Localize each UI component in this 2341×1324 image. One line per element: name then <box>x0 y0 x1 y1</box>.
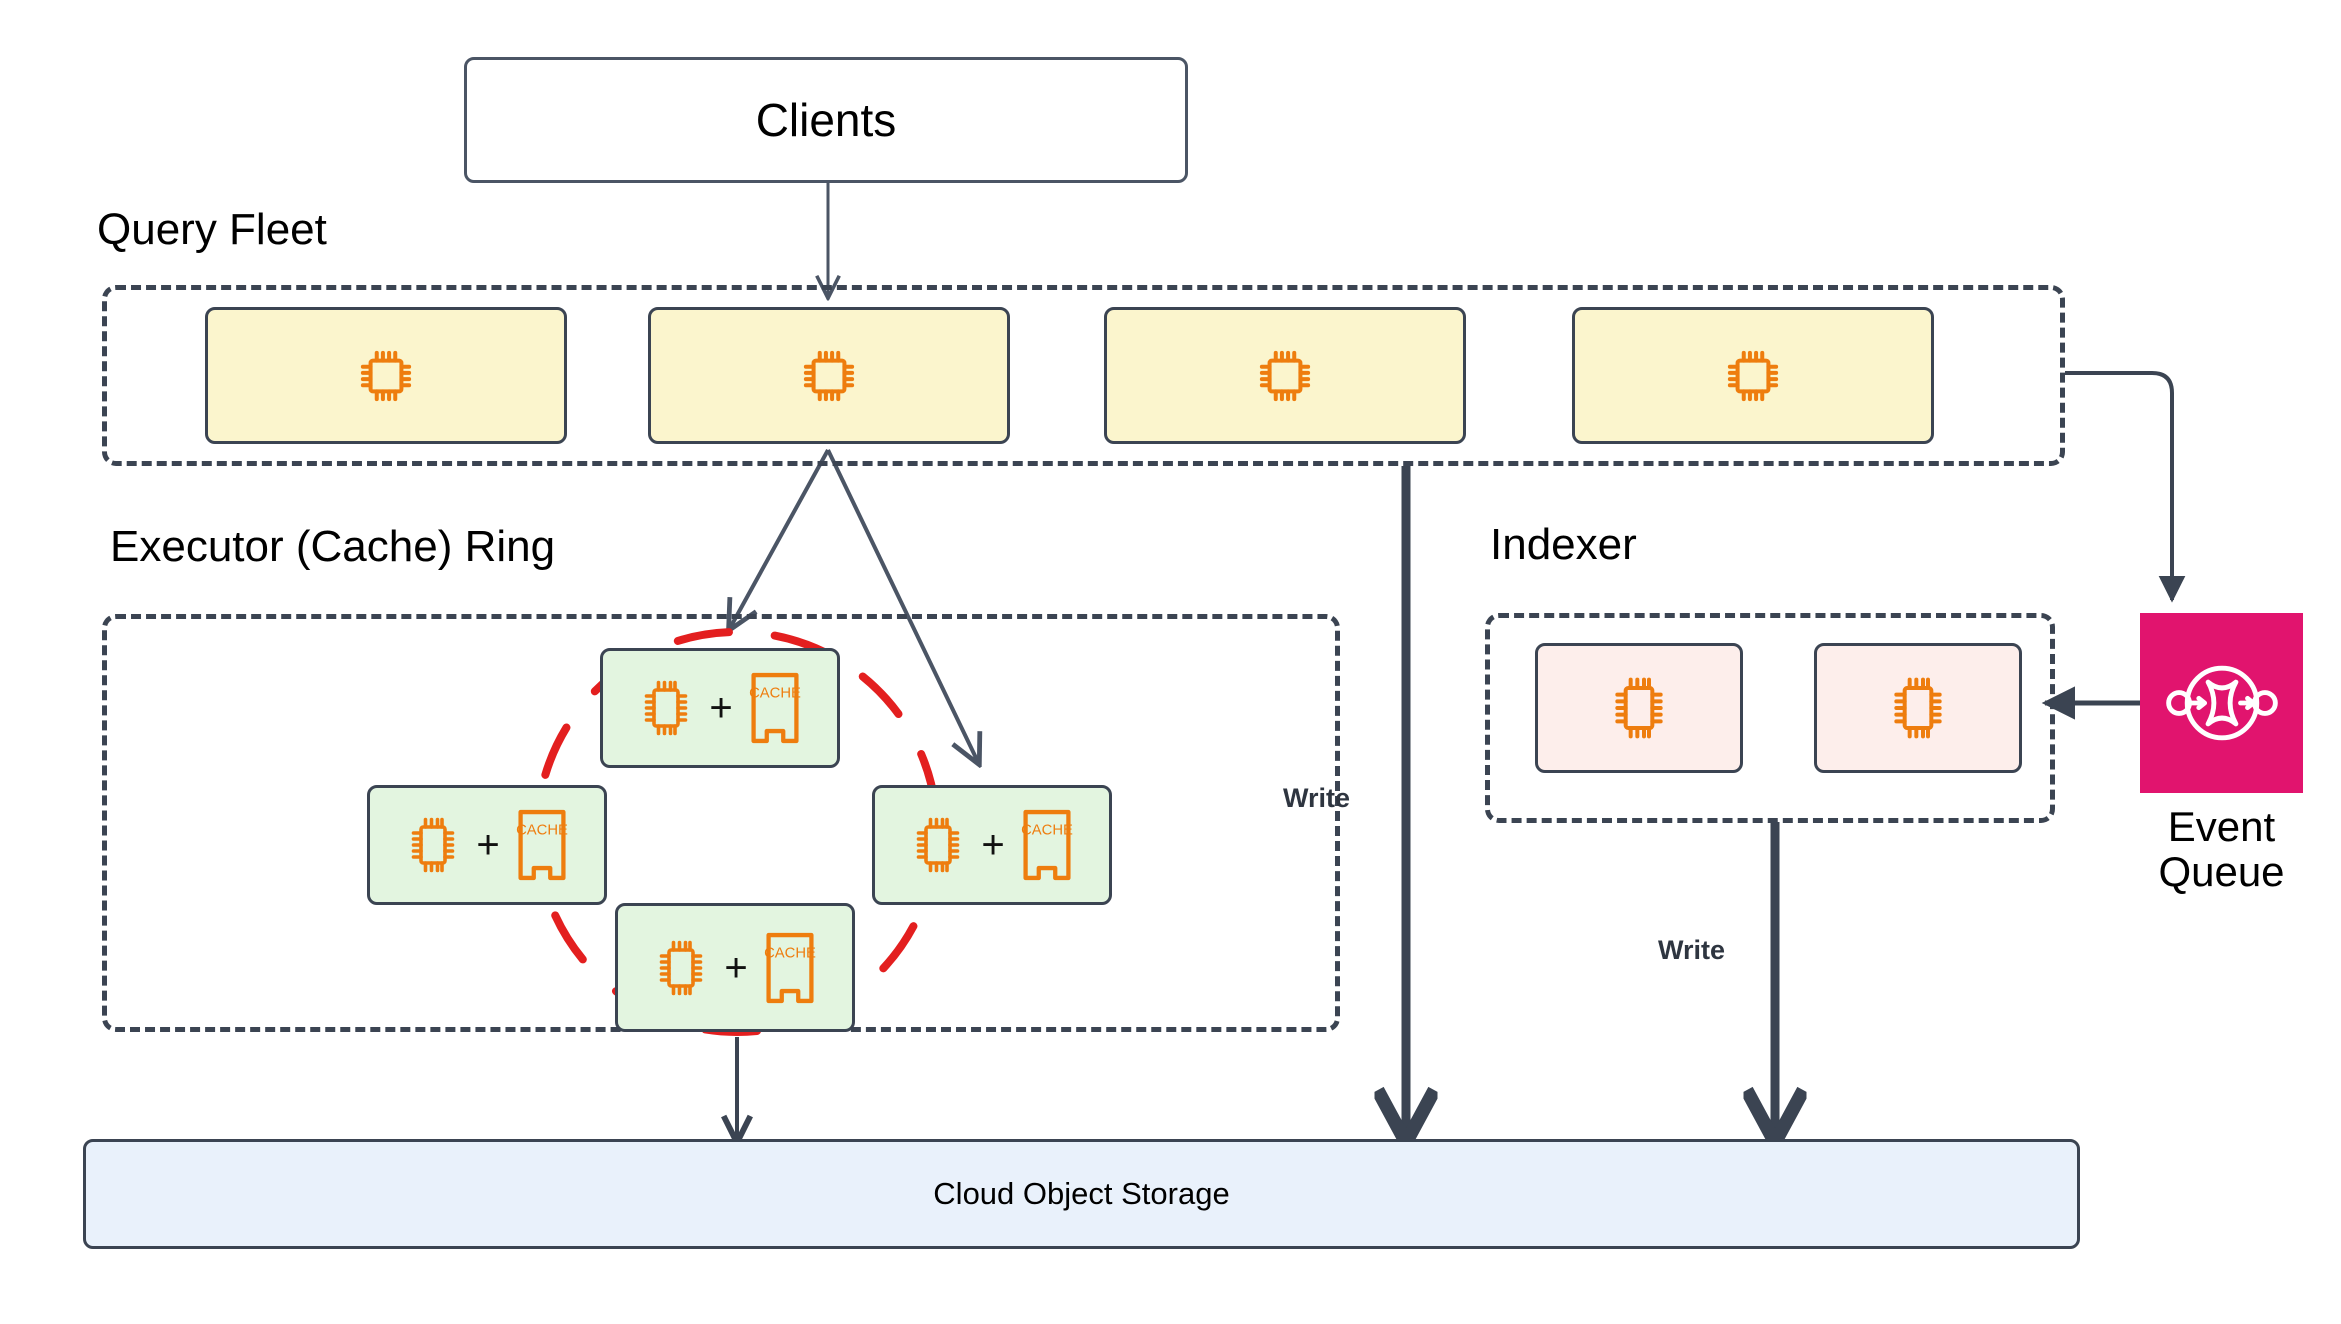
combiner-operator: + <box>709 686 733 730</box>
event-bus-icon <box>2165 665 2278 741</box>
svg-text:CACHE: CACHE <box>764 945 816 961</box>
indexer-group <box>1485 613 2055 823</box>
query-fleet-group <box>102 285 2065 466</box>
edge-query-to-executor-top <box>730 449 830 628</box>
write-label-indexer: Write <box>1657 935 1725 965</box>
svg-text:CACHE: CACHE <box>1021 822 1073 838</box>
event-queue-label-line1: Event <box>2167 803 2276 850</box>
executor-node-bottom[interactable]: + CACHE <box>615 903 855 1032</box>
cpu-icon <box>412 817 455 873</box>
clients-label: Clients <box>755 94 897 146</box>
combiner-operator: + <box>981 823 1005 867</box>
cpu-icon <box>1894 677 1942 739</box>
indexer-node-1[interactable] <box>1535 643 1743 773</box>
cache-icon: CACHE <box>516 809 568 881</box>
cache-icon: CACHE <box>749 672 801 744</box>
query-fleet-node-4[interactable] <box>1572 307 1934 444</box>
event-queue-box[interactable] <box>2140 613 2303 793</box>
query-fleet-label: Query Fleet <box>97 205 327 254</box>
svg-text:CACHE: CACHE <box>749 685 801 701</box>
cpu-icon <box>1259 350 1311 401</box>
executor-node-top[interactable]: + CACHE <box>600 648 840 768</box>
svg-text:CACHE: CACHE <box>516 822 568 838</box>
clients-box[interactable]: Clients <box>464 57 1188 183</box>
cpu-icon <box>803 350 855 401</box>
cloud-object-storage-box[interactable]: Cloud Object Storage <box>83 1139 2080 1249</box>
query-fleet-node-2[interactable] <box>648 307 1010 444</box>
indexer-node-2[interactable] <box>1814 643 2022 773</box>
write-label-query: Write <box>1282 783 1350 813</box>
combiner-operator: + <box>476 823 500 867</box>
cpu-icon <box>917 817 960 873</box>
cpu-icon <box>360 350 412 401</box>
executor-node-left[interactable]: + CACHE <box>367 785 607 905</box>
query-fleet-node-3[interactable] <box>1104 307 1466 444</box>
cpu-icon <box>1615 677 1663 739</box>
cpu-icon <box>660 940 703 995</box>
executor-node-right[interactable]: + CACHE <box>872 785 1112 905</box>
cpu-icon <box>1727 350 1779 401</box>
cloud-object-storage-label: Cloud Object Storage <box>933 1176 1230 1211</box>
combiner-operator: + <box>724 945 748 990</box>
query-fleet-node-1[interactable] <box>205 307 567 444</box>
event-queue-label-line2: Queue <box>2158 847 2285 895</box>
cpu-icon <box>645 680 688 736</box>
executor-ring-label: Executor (Cache) Ring <box>110 522 556 571</box>
cache-icon: CACHE <box>764 932 816 1003</box>
indexer-label: Indexer <box>1490 520 1637 569</box>
edge-query-fleet-to-event-queue <box>2065 371 2186 603</box>
cache-icon: CACHE <box>1021 809 1073 881</box>
event-queue-label: Event Queue <box>2100 803 2341 895</box>
